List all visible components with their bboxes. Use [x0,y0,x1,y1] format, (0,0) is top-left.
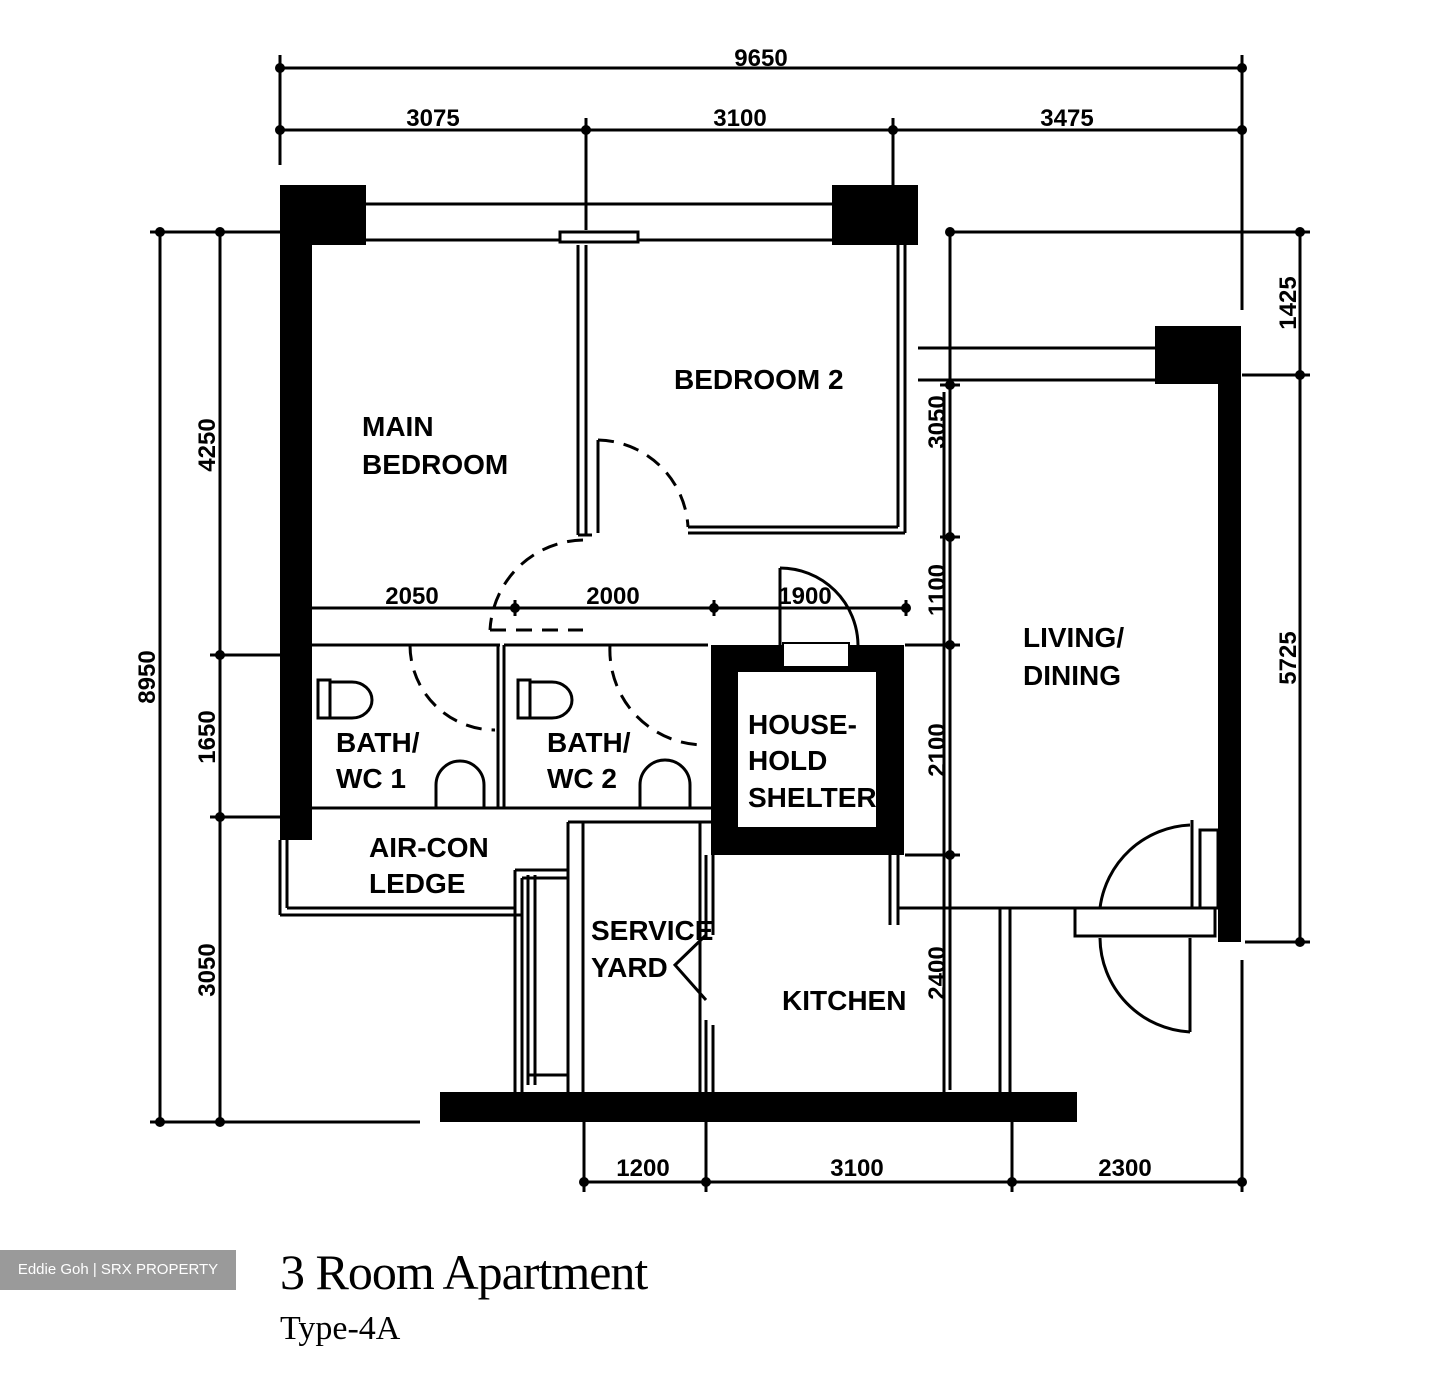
room-service-line2: YARD [591,952,668,983]
room-shelter-line2: HOLD [748,745,827,776]
dim-top-2: 3100 [713,105,766,132]
room-aircon-line1: AIR-CON [369,832,489,863]
room-main-bedroom-line2: BEDROOM [362,449,508,480]
room-kitchen: KITCHEN [782,985,906,1016]
dim-corridor-3: 1900 [778,583,831,610]
dim-right-2: 5725 [1275,631,1302,684]
plan-subtitle: Type-4A [280,1310,401,1347]
dim-left-1: 4250 [194,418,221,471]
solid-walls [280,185,1241,1122]
dim-corridor-2: 2000 [586,583,639,610]
dim-top-1: 3075 [406,105,459,132]
room-service-line1: SERVICE [591,915,713,946]
dim-right-1: 1425 [1275,276,1302,329]
dim-inner-2: 1100 [924,564,951,616]
dim-bottom-1: 1200 [616,1155,669,1182]
dimension-ticks [155,63,1305,1187]
dim-top-3: 3475 [1040,105,1093,132]
dim-overall-height: 8950 [134,650,161,703]
watermark-badge: Eddie Goh | SRX PROPERTY [0,1250,236,1290]
room-bath2-line2: WC 2 [547,763,617,794]
dim-corridor-1: 2050 [385,583,438,610]
sanitary-fixtures [316,678,692,808]
door-swings [408,438,1192,1034]
dim-bottom-3: 2300 [1098,1155,1151,1182]
room-shelter-line1: HOUSE- [748,709,857,740]
room-aircon-line2: LEDGE [369,868,465,899]
shelter-interior [738,672,876,827]
room-bath1-line2: WC 1 [336,763,406,794]
dim-left-2: 1650 [194,710,221,763]
thin-walls [278,202,1220,1092]
dim-overall-width: 9650 [734,45,787,72]
dim-inner-3: 2100 [924,723,951,776]
dim-left-3: 3050 [194,943,221,996]
room-bath1-line1: BATH/ [336,727,420,758]
room-bedroom-2: BEDROOM 2 [674,364,844,395]
dim-inner-1: 3050 [924,395,951,448]
room-bath2-line1: BATH/ [547,727,631,758]
room-living-line2: DINING [1023,660,1121,691]
room-main-bedroom-line1: MAIN [362,411,434,442]
shelter-door [782,642,850,668]
floor-plan: 9650 3075 3100 3475 2050 2000 1900 1200 … [134,45,1310,1192]
room-shelter-line3: SHELTER [748,782,877,813]
dim-bottom-2: 3100 [830,1155,883,1182]
room-living-line1: LIVING/ [1023,622,1124,653]
dim-inner-4: 2400 [924,946,951,999]
plan-title: 3 Room Apartment [280,1244,648,1300]
